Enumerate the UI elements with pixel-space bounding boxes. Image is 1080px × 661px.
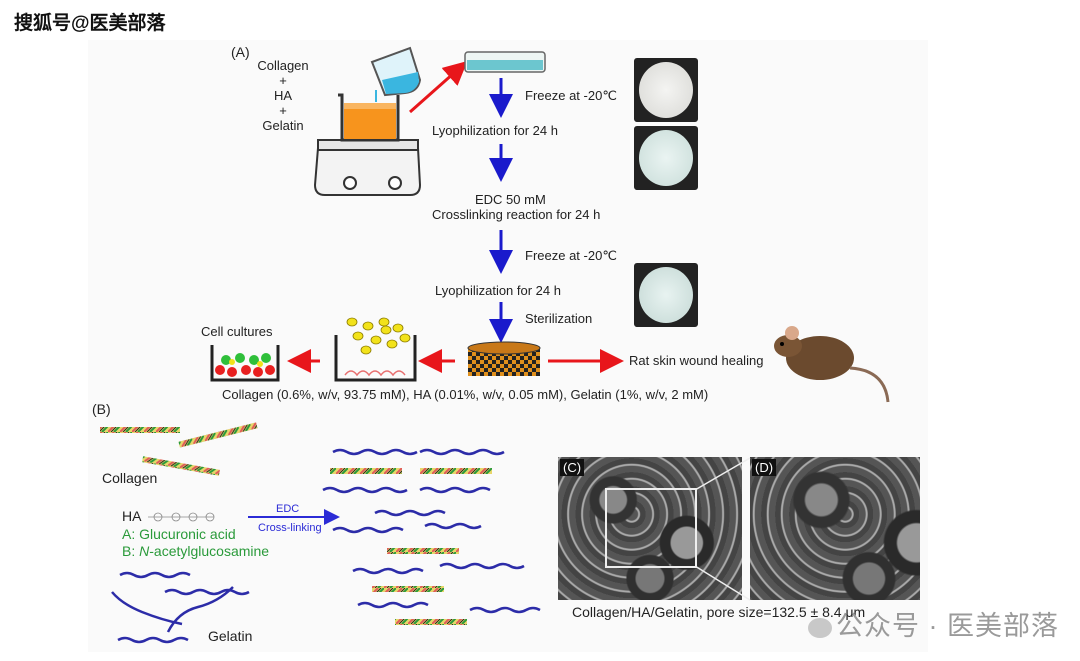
cell-cultures-label: Cell cultures (201, 324, 273, 339)
watermark-top: 搜狐号@医美部落 (14, 13, 166, 34)
unit-a-label: A: Glucuronic acid (122, 526, 236, 542)
rat-label: Rat skin wound healing (629, 353, 764, 368)
seeding-dish-icon (334, 317, 417, 382)
photo-final-scaffold (634, 263, 698, 327)
panel-c-label: (C) (560, 459, 585, 476)
plus: + (279, 73, 287, 88)
gelatin-label: Gelatin (208, 628, 253, 644)
gelatin-strands (111, 571, 250, 644)
panel-d-label: (D) (752, 459, 777, 476)
sem-caption: Collagen/HA/Gelatin, pore size=132.5 ± 8… (572, 604, 866, 620)
edc-label: EDC (276, 503, 300, 515)
unit-b-italic: N (139, 543, 150, 559)
ingredients: Collagen + HA + Gelatin (248, 58, 318, 133)
scaffold-disk-icon (467, 341, 541, 376)
composition-caption: Collagen (0.6%, w/v, 93.75 mM), HA (0.01… (222, 387, 709, 402)
ingredient-ha: HA (273, 88, 293, 103)
ingredient-collagen: Collagen (257, 58, 309, 73)
arrow-red (409, 61, 468, 114)
step-sterilization: Sterilization (525, 311, 593, 326)
crosslinking-label: Cross-linking (258, 522, 322, 534)
mouse-icon (774, 326, 890, 403)
cell-culture-dish-icon (210, 345, 280, 382)
petri-dish-icon (464, 51, 546, 73)
plus: + (279, 103, 287, 118)
photo-lyophilized-scaffold (634, 126, 698, 190)
unit-b-label: B: N-acetylglucosamine (122, 543, 269, 559)
collagen-label: Collagen (102, 470, 158, 486)
sem-image-d: (D) (750, 457, 920, 600)
crosslinked-network (322, 448, 541, 625)
wechat-icon (808, 617, 832, 638)
step-crosslinking: Crosslinking reaction for 24 h (432, 207, 601, 222)
ha-structure-icon (148, 512, 215, 522)
pouring-beaker-icon (370, 46, 422, 102)
step-freeze-1: Freeze at -20℃ (525, 88, 617, 103)
panel-a-label: (A) (231, 44, 250, 60)
unit-b-rest: -acetylglucosamine (149, 543, 270, 559)
step-lyophilization-1: Lyophilization for 24 h (432, 123, 558, 138)
panel-b-label: (B) (92, 401, 111, 417)
step-lyophilization-2: Lyophilization for 24 h (435, 283, 561, 298)
ingredient-gelatin: Gelatin (262, 118, 304, 133)
watermark-bottom: 公众号 · 医美部落 (808, 604, 1059, 643)
beaker-icon (338, 93, 400, 142)
ha-label: HA (122, 508, 142, 524)
watermark-bottom-text: 公众号 · 医美部落 (836, 611, 1059, 641)
step-edc: EDC 50 mM (475, 192, 546, 207)
unit-b-prefix: B: (122, 543, 140, 559)
collagen-strands (100, 422, 258, 476)
zoom-region-box (605, 488, 697, 568)
photo-frozen-scaffold (634, 58, 698, 122)
step-freeze-2: Freeze at -20℃ (525, 248, 617, 263)
